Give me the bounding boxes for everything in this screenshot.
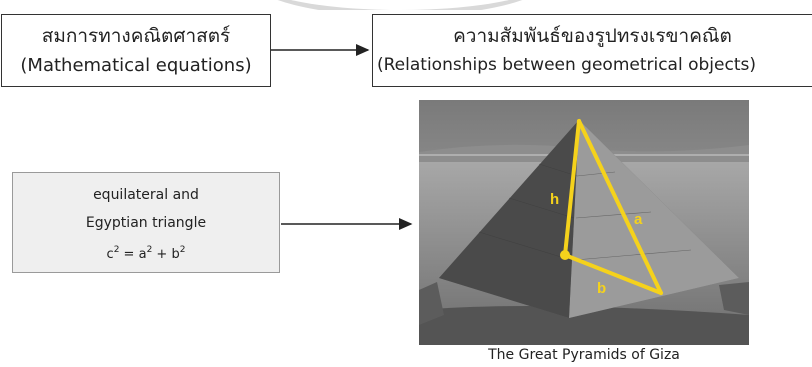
formula-exp-c: 2 <box>113 245 120 255</box>
pythagorean-formula: c2 = a2 + b2 <box>13 245 279 262</box>
pyramid-photo: h a b <box>419 100 749 345</box>
label-h: h <box>550 191 559 208</box>
label-b: b <box>597 280 606 297</box>
formula-c: c <box>106 247 114 262</box>
triangle-formula-box: equilateral and Egyptian triangle c2 = a… <box>12 172 280 273</box>
triangle-annotation <box>563 119 663 295</box>
math-equations-thai-label: สมการทางคณิตศาสตร์ <box>41 25 231 47</box>
geometric-relationships-english-label: (Relationships between geometrical objec… <box>377 55 756 75</box>
formula-line-2: Egyptian triangle <box>85 215 207 231</box>
formula-b: b <box>171 247 180 262</box>
label-a: a <box>634 211 643 228</box>
formula-line-1: equilateral and <box>93 187 199 203</box>
photo-caption: The Great Pyramids of Giza <box>488 347 680 363</box>
center-point <box>560 250 570 260</box>
slant-line-a <box>577 119 663 295</box>
base-line-b <box>563 253 663 295</box>
height-line-h <box>563 119 581 257</box>
geometric-relationships-box: ความสัมพันธ์ของรูปทรงเรขาคณิต (Relations… <box>372 14 812 87</box>
formula-exp-a: 2 <box>146 245 153 255</box>
math-equations-english-label: (Mathematical equations) <box>20 55 252 76</box>
formula-equals: = <box>119 247 139 262</box>
formula-exp-b: 2 <box>179 245 186 255</box>
geometric-relationships-thai-label: ความสัมพันธ์ของรูปทรงเรขาคณิต <box>453 25 732 47</box>
formula-plus: + <box>152 247 172 262</box>
formula-a: a <box>138 247 147 262</box>
mathematical-equations-box: สมการทางคณิตศาสตร์ (Mathematical equatio… <box>1 14 271 87</box>
